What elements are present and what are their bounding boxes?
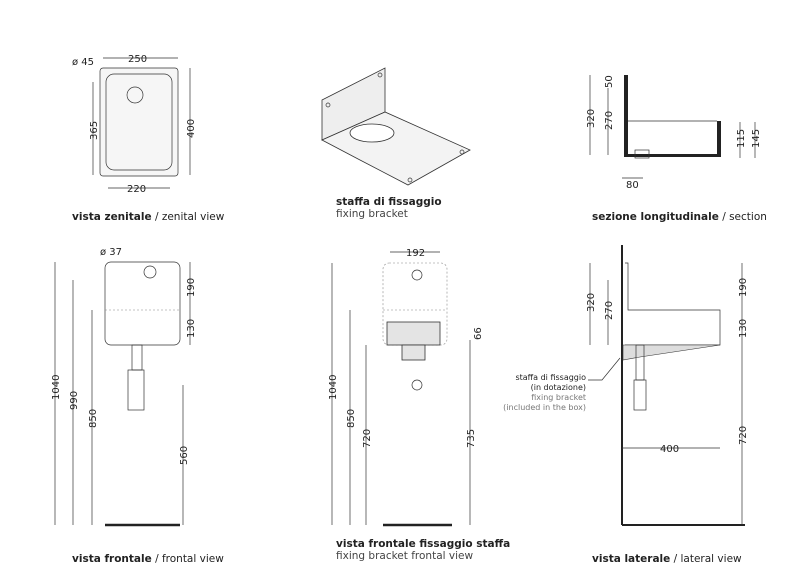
caption-en: frontal view <box>161 553 224 565</box>
dim-label: ø 45 <box>72 57 94 68</box>
dim-label: 400 <box>660 444 679 455</box>
dim-label: 270 <box>604 111 615 130</box>
caption-en: fixing bracket <box>336 208 408 220</box>
dim-label: 850 <box>88 409 99 428</box>
bracket-drawing <box>321 67 471 186</box>
dim-label: 735 <box>466 429 477 448</box>
caption-en: lateral view <box>680 553 742 565</box>
caption-it: sezione longitudinale <box>592 211 719 223</box>
dim-label: 365 <box>89 121 100 140</box>
caption-en: section <box>729 211 767 223</box>
dim-label: 720 <box>362 429 373 448</box>
caption-it: vista zenitale <box>72 211 152 223</box>
dim-label: 66 <box>473 327 484 340</box>
note-label: (in dotazione) <box>531 383 586 392</box>
caption-frontal: vista frontale / frontal view <box>72 553 224 565</box>
caption-it: vista laterale <box>592 553 671 565</box>
dim-label: 50 <box>604 75 615 88</box>
dim-label: 1040 <box>51 375 62 400</box>
separator: / <box>154 211 159 223</box>
dim-label: 190 <box>738 278 749 297</box>
note-label: fixing bracket <box>531 393 586 402</box>
caption-it: staffa di fissaggio <box>336 196 442 208</box>
note-label: staffa di fissaggio <box>515 373 586 382</box>
caption-en: zenital view <box>161 211 225 223</box>
caption-it: vista frontale <box>72 553 152 565</box>
dim-label: 130 <box>186 319 197 338</box>
dim-label: 720 <box>738 426 749 445</box>
dim-label: 250 <box>128 54 147 65</box>
dim-label: 850 <box>346 409 357 428</box>
dim-label: 192 <box>406 248 425 259</box>
dim-label: ø 37 <box>100 247 122 258</box>
dim-label: 560 <box>179 446 190 465</box>
bracket-frontal-view: 192 1040 850 720 735 66 <box>328 248 484 527</box>
separator: / <box>673 553 678 565</box>
dim-label: 1040 <box>328 375 339 400</box>
dim-label: 990 <box>69 391 80 410</box>
zenital-view: 250 ø 45 365 400 220 <box>72 54 197 195</box>
separator: / <box>722 211 726 223</box>
dim-label: 220 <box>127 184 146 195</box>
separator: / <box>155 553 159 565</box>
dim-label: 115 <box>736 129 747 148</box>
dim-label: 190 <box>186 278 197 297</box>
dim-label: 145 <box>751 129 762 148</box>
caption-lateral: vista laterale / lateral view <box>592 553 742 565</box>
caption-it: vista frontale fissaggio staffa <box>336 538 511 550</box>
dim-label: 320 <box>586 293 597 312</box>
dim-label: 270 <box>604 301 615 320</box>
frontal-view: ø 37 1040 990 850 560 190 130 <box>51 247 197 527</box>
dim-label: 130 <box>738 319 749 338</box>
note-label: (included in the box) <box>503 403 586 412</box>
dim-label: 80 <box>626 180 639 191</box>
caption-zenital: vista zenitale / zenital view <box>72 211 224 223</box>
caption-section: sezione longitudinale / section <box>592 211 767 223</box>
lateral-view: 320 270 190 130 720 400 staffa di fissag… <box>503 245 749 526</box>
dim-label: 320 <box>586 109 597 128</box>
dim-label: 400 <box>186 119 197 138</box>
section-view: 320 270 50 115 145 80 <box>586 75 762 191</box>
caption-en: fixing bracket frontal view <box>336 550 474 562</box>
